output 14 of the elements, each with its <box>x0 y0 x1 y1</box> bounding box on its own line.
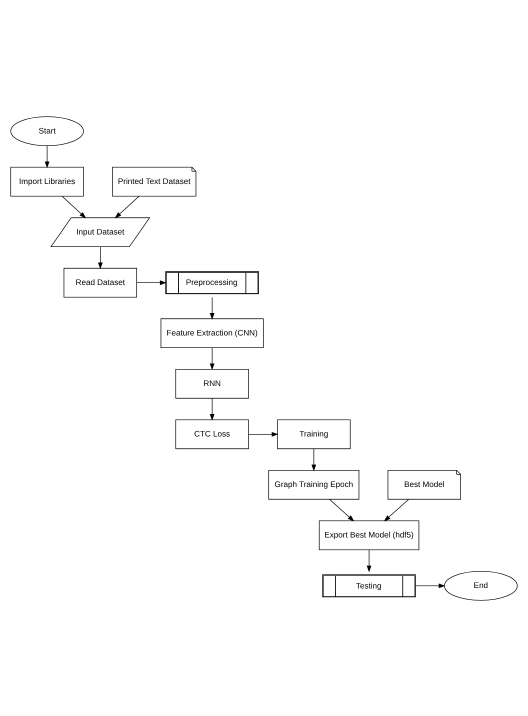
arrow <box>98 246 103 269</box>
arrow <box>136 280 167 285</box>
arrow <box>114 195 140 218</box>
arrow <box>44 144 50 168</box>
arrow <box>366 549 372 572</box>
arrow <box>210 296 214 320</box>
arrow <box>248 431 278 436</box>
arrow <box>311 448 316 471</box>
arrow <box>62 195 86 218</box>
arrow <box>384 498 409 521</box>
arrow <box>210 398 214 420</box>
arrow <box>329 498 354 521</box>
arrow <box>210 347 214 370</box>
arrow <box>415 582 446 588</box>
